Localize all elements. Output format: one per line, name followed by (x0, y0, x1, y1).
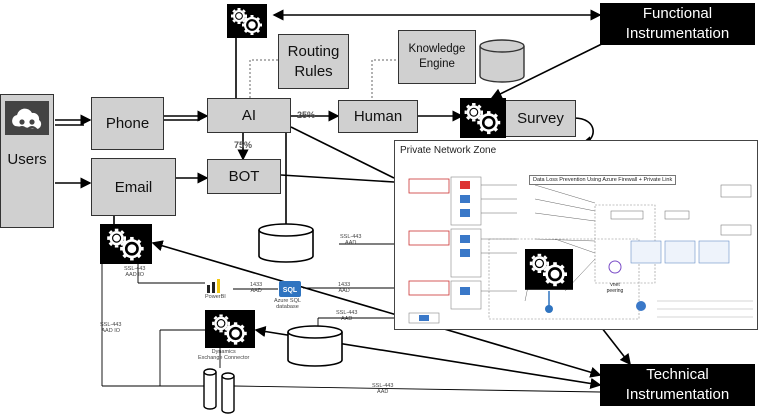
phone-node: Phone (91, 97, 164, 150)
users-cloud-icon (5, 101, 49, 135)
edge-functional-survey (490, 35, 620, 99)
label-ssl-aad-bottom: SSL-443 AAD (372, 383, 394, 395)
label-ssl-aad-io: SSL-443 AAD IO (124, 266, 146, 278)
edge-label-ai-human: 25% (297, 110, 316, 120)
gear-icon (100, 224, 152, 264)
bot-node: BOT (207, 159, 281, 194)
technical-instrumentation-node: Technical Instrumentation (600, 364, 755, 406)
knowledge-engine-label: Knowledge Engine (408, 43, 466, 70)
email-label: Email (114, 178, 153, 196)
private-network-zone: Private Network Zone Data Loss Preventio… (394, 140, 758, 330)
dynamics-storage-icon (203, 368, 235, 414)
routing-rules-label: Routing Rules (287, 42, 340, 80)
functional-instrumentation-node: Functional Instrumentation (600, 3, 755, 45)
label-1433-aad: 1433 AAD (250, 282, 263, 294)
database-icon (287, 325, 343, 367)
bot-label: BOT (228, 168, 260, 185)
survey-node: Survey (505, 100, 576, 137)
routing-rules-node: Routing Rules (278, 34, 349, 89)
azure-sql-icon: SQL (279, 281, 301, 297)
svg-text:peering: peering (607, 288, 624, 294)
label-ssl-aad-top: SSL-443 AAD (340, 234, 362, 246)
label-azure-sql: Azure SQL database (274, 298, 301, 310)
edge-label-ai-bot: 75% (234, 140, 253, 150)
email-node: Email (91, 158, 176, 216)
functional-instrumentation-label: Functional Instrumentation (625, 5, 730, 42)
gear-icon (460, 98, 506, 138)
users-node: Users (0, 94, 54, 228)
phone-label: Phone (105, 115, 150, 132)
database-icon (258, 223, 314, 263)
svg-text:SQL: SQL (283, 287, 298, 294)
users-label: Users (7, 151, 47, 168)
survey-label: Survey (517, 110, 564, 127)
ai-node: AI (207, 98, 291, 133)
svg-text:vnet: vnet (610, 282, 620, 288)
knowledge-database-icon (479, 39, 525, 83)
private-zone-inner-title: Data Loss Prevention Using Azure Firewal… (529, 175, 677, 185)
label-dynamics: Dynamics Exchange Connector (198, 349, 250, 361)
human-node: Human (338, 100, 418, 133)
private-zone-detail: vnet peering (408, 176, 753, 324)
gear-icon (205, 310, 255, 348)
powerbi-icon (207, 279, 220, 293)
technical-instrumentation-label: Technical Instrumentation (625, 366, 730, 403)
gear-icon (227, 4, 267, 38)
human-label: Human (353, 108, 403, 125)
knowledge-engine-node: Knowledge Engine (398, 30, 476, 84)
label-powerbi: PowerBI (205, 294, 226, 300)
label-ssl-aad-mid: SSL-443 AAD (336, 310, 358, 322)
label-1433-aad-2: 1433 AAD (338, 282, 351, 294)
label-ssl-aad-left: SSL-443 AAD IO (100, 322, 122, 334)
ai-label: AI (241, 107, 257, 124)
private-zone-title: Private Network Zone (400, 145, 497, 156)
